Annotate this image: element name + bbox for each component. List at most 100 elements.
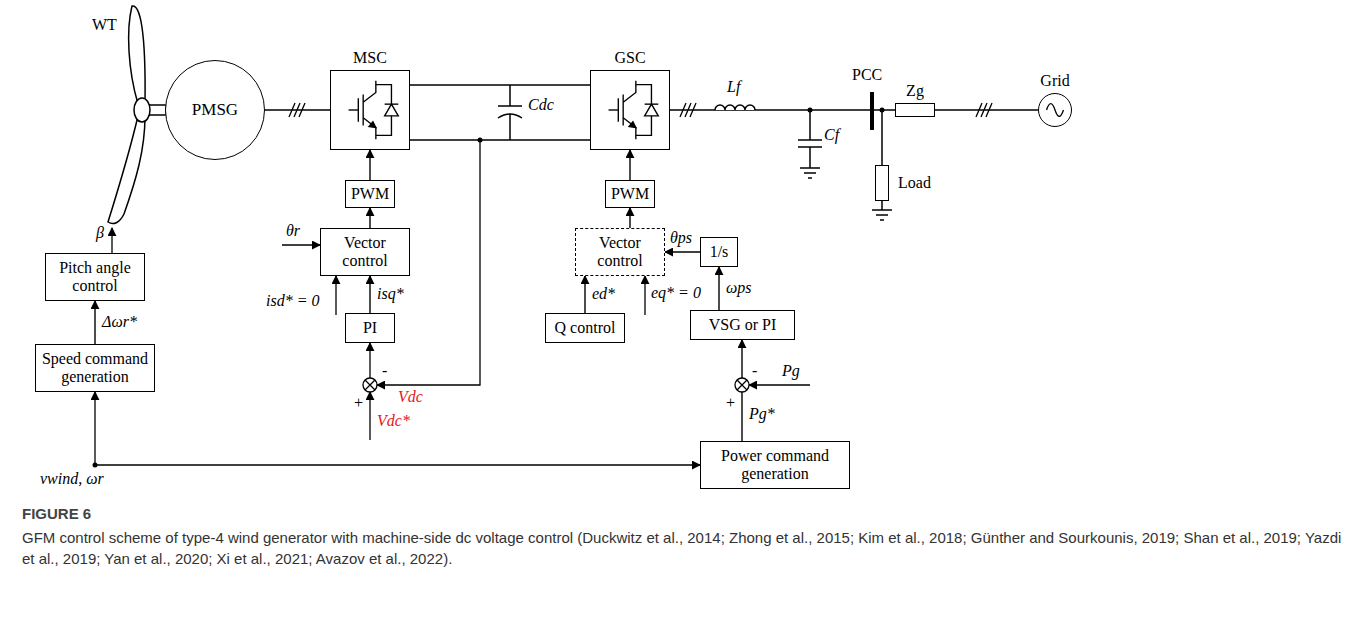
node-text: Vector control (581, 234, 659, 270)
summing-junction (363, 378, 377, 392)
control-block: Power command generation (700, 441, 850, 489)
signal-name: Vdc* (377, 412, 410, 429)
label-box: Vdc (398, 388, 423, 406)
signal-wire (369, 392, 370, 440)
signal-wire (335, 276, 336, 315)
signal-name: θps (669, 229, 693, 246)
signal-wire (111, 228, 112, 253)
connector-line (665, 251, 700, 252)
grid-source: Grid (1038, 93, 1072, 127)
igbt-symbol (331, 71, 409, 149)
signal-name: Vdc (398, 388, 423, 405)
filter-capacitor (809, 147, 811, 168)
three-phase-mark (690, 103, 696, 117)
label-box: WT (92, 16, 117, 34)
edge-label-box: ωps (725, 279, 753, 297)
sign-mark: - (382, 362, 387, 379)
signal-wire (282, 244, 320, 245)
control-block: PI (345, 313, 395, 343)
control-block: 1/s (700, 237, 738, 267)
summing-junction (737, 380, 747, 390)
converter-box: GSC (590, 70, 670, 150)
control-block: Vector control (575, 228, 665, 276)
igbt-symbol (609, 81, 659, 140)
label-box: θr (286, 222, 300, 240)
igbt-symbol (363, 118, 376, 139)
summing-junction (365, 380, 375, 390)
signal-wire (94, 392, 95, 465)
igbt-symbol (358, 98, 359, 121)
junction-dot (478, 138, 483, 143)
signal-name: Pg* (748, 405, 776, 422)
node-text: VSG or PI (709, 316, 777, 334)
label-box: - (382, 362, 387, 380)
control-block: PWM (345, 180, 395, 208)
label-box: isd* = 0 (266, 292, 319, 310)
signal-name: Δωr* (101, 313, 138, 330)
label-box: - (752, 362, 757, 380)
node-text: Zg (906, 82, 924, 100)
node-text: PWM (611, 185, 649, 203)
sine-symbol (1039, 94, 1071, 126)
part-name: PCC (852, 66, 882, 83)
edge-label-box: θps (669, 229, 693, 247)
label-box: PCC (852, 66, 882, 84)
three-phase-mark (976, 103, 982, 117)
connector-line (94, 301, 95, 344)
label-box: Cf (824, 126, 839, 144)
signal-wire (644, 276, 645, 315)
component-name: Cdc (528, 96, 554, 113)
connector-line (629, 150, 630, 180)
caption-box: GFM control scheme of type-4 wind genera… (22, 527, 1348, 569)
sine-symbol (1047, 104, 1064, 117)
sign-mark: + (726, 394, 735, 411)
impedance-box: Zg (895, 103, 935, 117)
control-block: VSG or PI (690, 310, 795, 340)
dc-link (410, 139, 590, 141)
ground-symbol (881, 201, 883, 210)
igbt-symbol (349, 109, 359, 110)
node-text: PMSG (192, 101, 238, 119)
signal-name: ωps (725, 279, 753, 296)
filter-capacitor (798, 110, 822, 168)
ground-symbol (876, 214, 888, 216)
connector-line (718, 267, 719, 310)
three-phase-mark (680, 103, 686, 117)
junction-dot (93, 108, 885, 468)
sign-mark: - (752, 362, 757, 379)
control-block: PWM (605, 180, 655, 208)
three-phase-mark (986, 103, 992, 117)
sign-mark: + (354, 394, 363, 411)
connector-line (369, 208, 370, 228)
wind-turbine (108, 6, 166, 224)
control-block: Vector control (320, 228, 410, 276)
signal-wire (749, 384, 810, 385)
diode-symbol (645, 104, 659, 116)
edge-label-box: Δωr* (101, 313, 138, 331)
connector-line (629, 208, 630, 228)
signal-wire (95, 464, 700, 465)
control-block: Speed command generation (35, 344, 155, 392)
connector-line (369, 150, 370, 180)
igbt-symbol (369, 122, 376, 128)
edge-label-box: Pg* (748, 405, 776, 423)
three-phase-mark (294, 103, 300, 117)
igbt-symbol (363, 81, 376, 102)
igbt-symbol (622, 94, 623, 125)
dc-link (509, 114, 511, 140)
node-text: Speed command generation (41, 350, 149, 386)
converter-box: MSC (330, 70, 410, 150)
summing-junction (735, 378, 749, 392)
connector-line (584, 276, 585, 313)
part-name: WT (92, 16, 117, 33)
igbt-symbol (618, 98, 619, 121)
load-box: Load (875, 165, 889, 201)
ground-symbol (800, 167, 820, 169)
three-phase-mark (299, 103, 305, 117)
signal-wire (95, 140, 810, 465)
connector-line (410, 84, 590, 85)
signal-name: isq* (376, 285, 405, 302)
filter-capacitor (798, 139, 822, 141)
signal-name: θr (286, 222, 300, 239)
